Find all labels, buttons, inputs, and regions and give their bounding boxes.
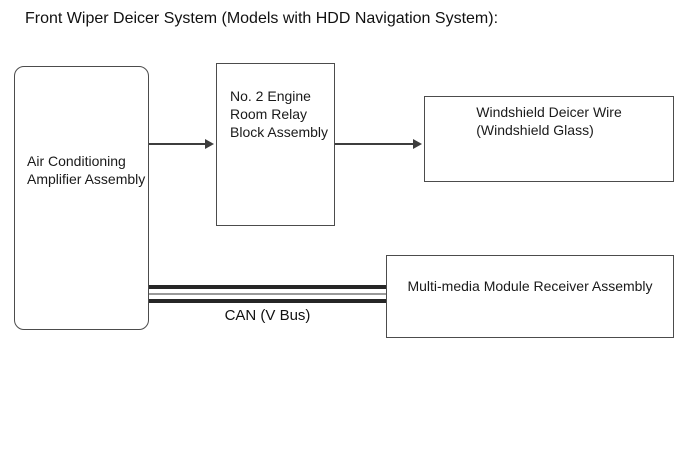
can-bus-bottom-bar: [149, 299, 386, 303]
box-multimedia-receiver-label: Multi-media Module Receiver Assembly: [407, 278, 653, 294]
can-bus-top-bar: [149, 285, 386, 289]
box-multimedia-receiver: Multi-media Module Receiver Assembly: [386, 255, 674, 338]
can-bus-middle-bar: [149, 293, 386, 295]
box-windshield-deicer-wire-label: Windshield Deicer Wire (Windshield Glass…: [476, 104, 622, 138]
arrow-relay-to-deicer-line: [335, 143, 414, 145]
box-windshield-deicer-wire: Windshield Deicer Wire (Windshield Glass…: [424, 96, 674, 182]
arrow-right-icon: [205, 139, 214, 149]
arrow-right-icon: [413, 139, 422, 149]
box-air-conditioning-amplifier: Air Conditioning Amplifier Assembly: [14, 66, 149, 330]
box-engine-room-relay: No. 2 Engine Room Relay Block Assembly: [216, 63, 335, 226]
box-engine-room-relay-label: No. 2 Engine Room Relay Block Assembly: [230, 88, 329, 140]
box-air-conditioning-amplifier-label: Air Conditioning Amplifier Assembly: [27, 153, 146, 187]
can-bus-label: CAN (V Bus): [224, 307, 311, 324]
arrow-ac-to-relay-line: [149, 143, 208, 145]
can-bus-line: [149, 285, 386, 303]
page-title: Front Wiper Deicer System (Models with H…: [25, 10, 499, 27]
